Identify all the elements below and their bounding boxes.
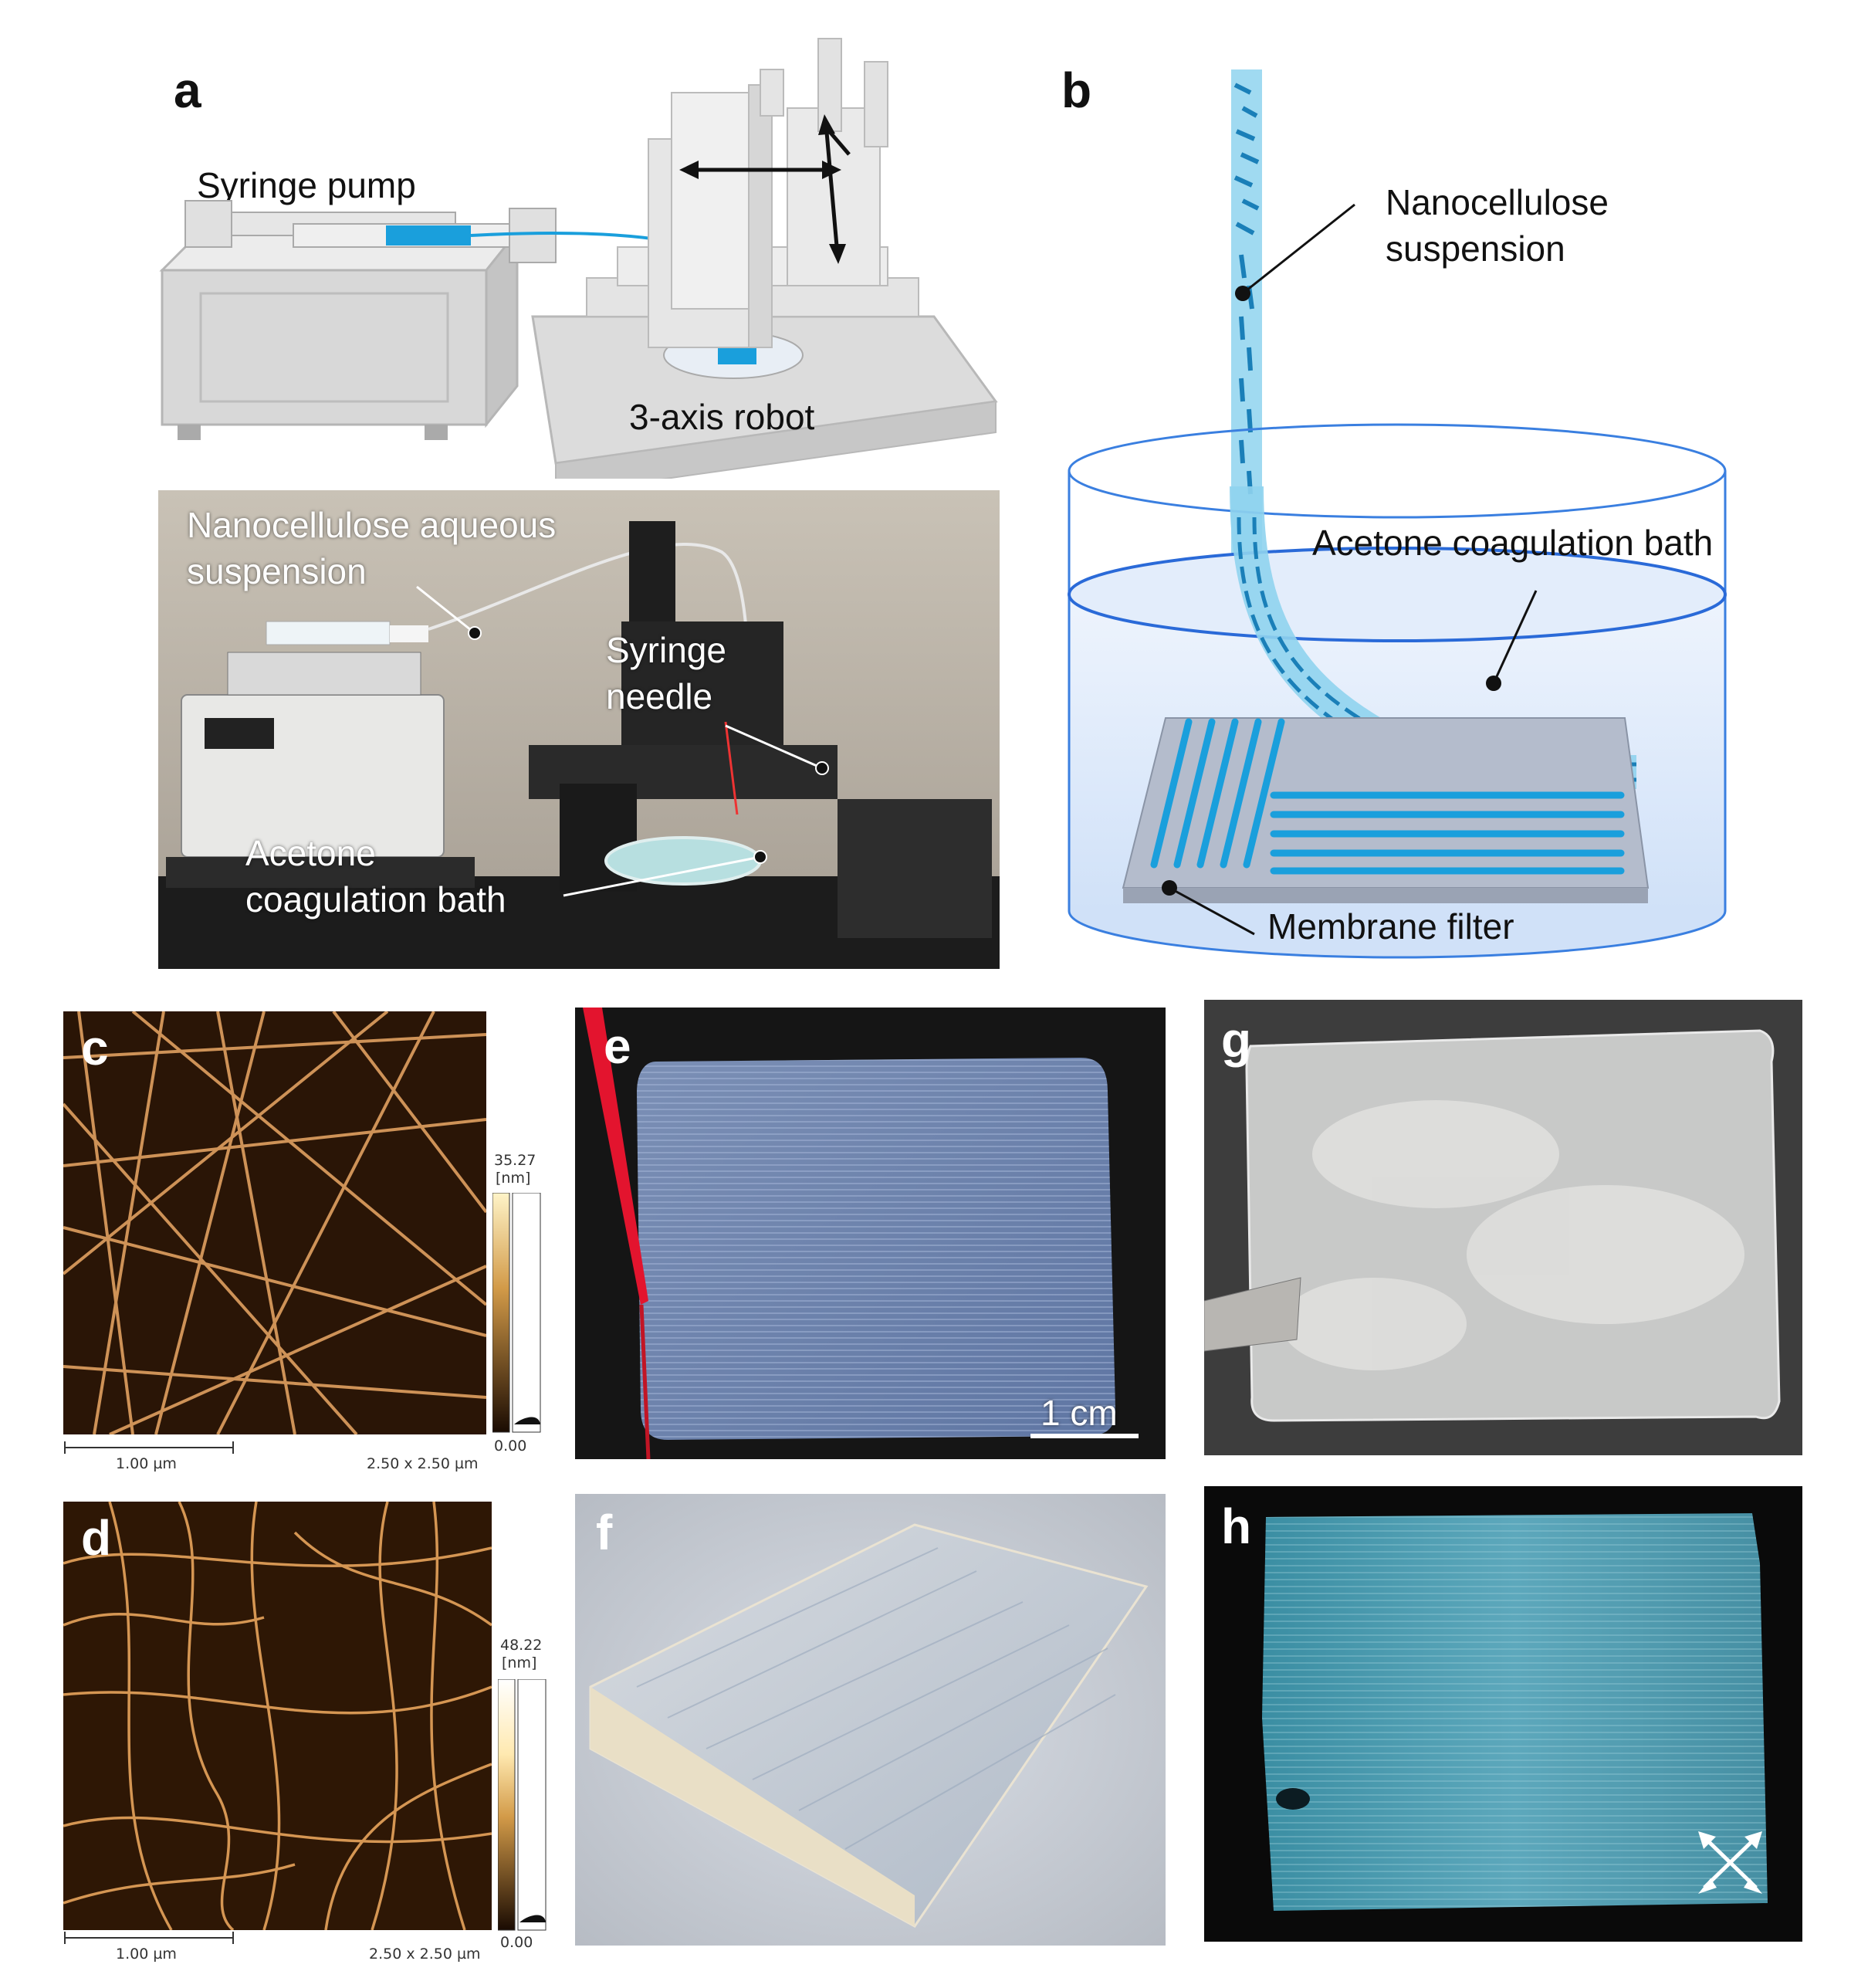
e-scale-label: 1 cm	[1041, 1393, 1118, 1433]
panel-f-photo	[575, 1494, 1166, 1946]
panel-h-photo	[1204, 1486, 1802, 1942]
b-suspension-label: Nanocellulose suspension	[1386, 182, 1609, 269]
panel-c-colorbar	[492, 1193, 541, 1433]
panel-d-afm-image	[63, 1502, 492, 1930]
panel-a-photo	[158, 490, 1000, 969]
photo-bath-label: Acetone coagulation bath	[245, 833, 506, 919]
c-scale-label: 1.00 µm	[116, 1455, 177, 1472]
d-colorbar-min: 0.00	[500, 1934, 533, 1951]
d-scale-bar	[64, 1932, 234, 1944]
photo-needle-label: Syringe needle	[606, 630, 726, 716]
c-colorbar-unit: [nm]	[496, 1170, 531, 1187]
panel-g-photo	[1204, 1000, 1802, 1455]
panel-d-colorbar	[498, 1679, 547, 1931]
c-colorbar-min: 0.00	[494, 1438, 527, 1455]
d-colorbar-max: 48.22	[500, 1637, 543, 1654]
panel-f-label: f	[596, 1505, 613, 1560]
robot-label: 3-axis robot	[629, 397, 815, 437]
d-scan-size: 2.50 x 2.50 µm	[369, 1946, 481, 1963]
panel-c-label: c	[81, 1020, 109, 1075]
panel-d-label: d	[81, 1510, 112, 1566]
panel-e-label: e	[604, 1018, 631, 1074]
d-scale-label: 1.00 µm	[116, 1946, 177, 1963]
panel-a-photo-leaders	[469, 627, 829, 863]
panel-b-label: b	[1061, 63, 1092, 118]
panel-a-label: a	[174, 63, 201, 118]
c-scan-size: 2.50 x 2.50 µm	[367, 1455, 479, 1472]
c-scale-bar	[64, 1441, 234, 1454]
syringe-pump-illustration	[159, 200, 557, 440]
b-bath-label: Acetone coagulation bath	[1312, 523, 1714, 563]
b-membrane-label: Membrane filter	[1267, 906, 1514, 947]
robot-illustration	[531, 38, 998, 479]
e-scale-bar	[1030, 1434, 1139, 1438]
syringe-pump-label: Syringe pump	[197, 165, 416, 205]
panel-h-label: h	[1221, 1499, 1252, 1554]
photo-suspension-label: Nanocellulose aqueous suspension	[187, 505, 557, 591]
panel-g-label: g	[1221, 1012, 1252, 1068]
d-colorbar-unit: [nm]	[502, 1654, 537, 1671]
panel-c-afm-image	[63, 1011, 486, 1434]
c-colorbar-max: 35.27	[494, 1152, 536, 1169]
panel-e-photo	[575, 1008, 1166, 1459]
panel-b-diagram	[1068, 69, 1727, 959]
panel-a-schematic	[159, 38, 998, 479]
